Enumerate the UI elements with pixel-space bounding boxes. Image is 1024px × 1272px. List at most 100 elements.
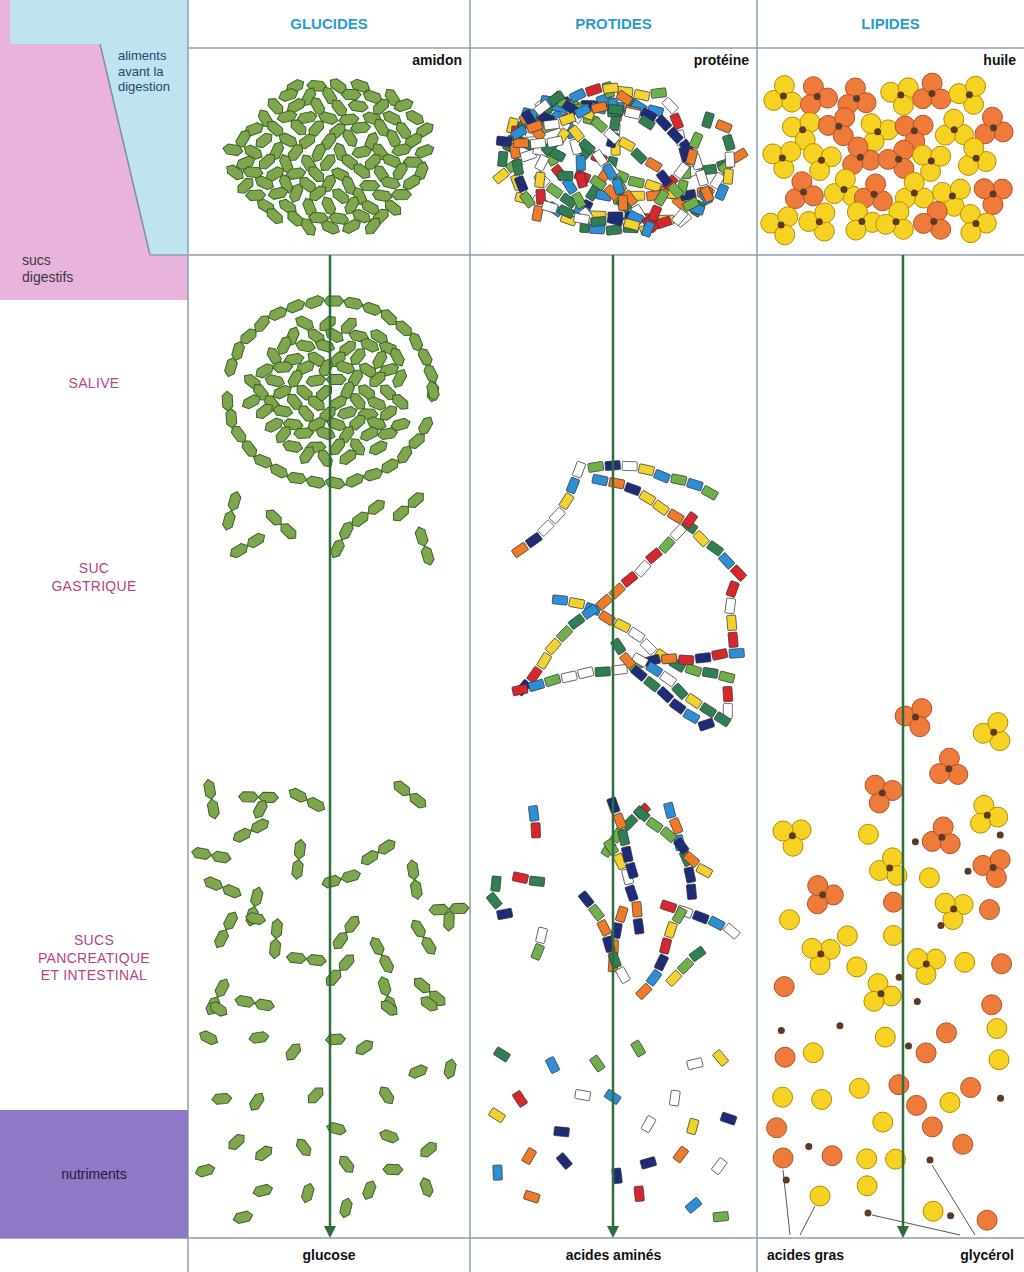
amino-acid: [579, 138, 596, 155]
glucose-unit: [305, 475, 327, 489]
amino-acid: [702, 667, 718, 678]
glucose-unit: [359, 848, 381, 867]
glycerol-dot: [951, 126, 958, 133]
amino-acid: [628, 627, 645, 643]
amino-acid: [602, 163, 617, 180]
glycerol-dot: [930, 218, 937, 225]
amino-acid: [723, 686, 733, 702]
amino-acid: [608, 952, 622, 969]
amino-acid: [699, 702, 716, 718]
amino-acid: [632, 901, 642, 917]
glucose-unit: [283, 1041, 303, 1063]
fatty-acid: [982, 995, 1002, 1015]
glycerol-dot: [865, 1210, 872, 1217]
amino-acid: [692, 910, 709, 924]
amino-acid: [635, 983, 652, 1000]
amino-acid: [683, 851, 700, 868]
glucose-unit: [267, 186, 289, 200]
amino-acid: [545, 638, 562, 655]
protein-molecules: [486, 81, 748, 1222]
food-band: aliments avant la digestion: [118, 46, 186, 126]
glucose-unit: [272, 361, 293, 372]
amino-acid: [672, 907, 687, 924]
amino-acid: [512, 872, 529, 884]
glucose-unit: [330, 930, 350, 952]
amino-acid: [615, 966, 630, 983]
amino-acid: [531, 823, 541, 838]
fatty-acid: [987, 1019, 1007, 1039]
amino-acid: [541, 201, 558, 214]
fatty-acid: [775, 1047, 795, 1067]
amino-acid: [686, 1118, 699, 1135]
amino-acid: [664, 921, 677, 938]
juice-label: SALIVE: [19, 375, 169, 393]
amino-acid: [619, 652, 636, 669]
arrow-shaft: [329, 255, 332, 1227]
glucose-unit: [350, 122, 371, 134]
amino-acid: [548, 90, 565, 106]
amino-acid: [701, 485, 718, 500]
amino-acid: [700, 185, 714, 202]
amino-acid: [655, 114, 672, 131]
amino-acid: [591, 116, 608, 133]
amino-acid: [640, 638, 657, 655]
amino-acid: [648, 205, 662, 222]
glucose-unit: [222, 143, 243, 156]
amino-acid: [608, 104, 624, 115]
glycerol-dot: [950, 906, 957, 913]
arrow-head: [897, 1226, 909, 1238]
amino-acid: [686, 884, 696, 900]
glucose-unit: [325, 1034, 346, 1045]
grid-line: [150, 254, 1024, 256]
glucose-unit: [343, 472, 365, 490]
glucose-unit: [294, 839, 306, 860]
fatty-acid: [944, 109, 964, 129]
glucose-unit: [207, 798, 220, 819]
amino-acid: [552, 595, 568, 605]
amino-acid: [686, 149, 698, 166]
glycerol-dot: [841, 186, 848, 193]
glycerol-dot: [990, 124, 997, 131]
fatty-acid: [989, 1050, 1009, 1070]
glycerol-dot: [778, 221, 785, 228]
amino-acid: [645, 157, 662, 172]
amino-acid: [657, 686, 674, 703]
amino-acid: [639, 490, 656, 505]
amino-acid: [596, 594, 613, 611]
glucose-unit: [363, 215, 383, 237]
arrow-head: [324, 1226, 336, 1238]
amino-acid: [544, 119, 560, 130]
glycerol-dot: [817, 951, 824, 958]
lipid-molecules: [761, 73, 1013, 1230]
glucose-unit: [228, 541, 250, 560]
glycerol-dot: [912, 714, 919, 721]
node-text: acides gras: [767, 1247, 844, 1264]
amino-acid: [561, 671, 578, 683]
amino-acid: [621, 571, 638, 587]
fatty-acid: [893, 219, 913, 239]
glucose-unit: [342, 296, 364, 310]
fatty-acid: [923, 1201, 943, 1221]
food-cell: amidon: [188, 48, 470, 255]
glucose-unit: [293, 428, 314, 439]
amino-acid: [512, 684, 528, 696]
amino-acid: [725, 598, 736, 614]
fatty-acid: [866, 174, 886, 194]
amino-acid: [643, 676, 660, 692]
node-text: glycérol: [960, 1247, 1014, 1264]
glucose-unit: [248, 1031, 269, 1044]
amino-acid: [711, 1157, 727, 1174]
amino-acid: [715, 119, 732, 133]
amino-acid: [706, 540, 723, 556]
fatty-acid: [837, 926, 857, 946]
amino-acid: [603, 128, 620, 145]
amino-acid: [616, 90, 633, 106]
glucose-unit: [221, 883, 243, 900]
amino-acid: [671, 683, 688, 700]
glucose-unit: [449, 903, 470, 914]
glucose-unit: [207, 999, 229, 1018]
amino-acid: [718, 671, 735, 683]
glucose-unit: [337, 447, 359, 467]
fatty-acid: [977, 1210, 997, 1230]
